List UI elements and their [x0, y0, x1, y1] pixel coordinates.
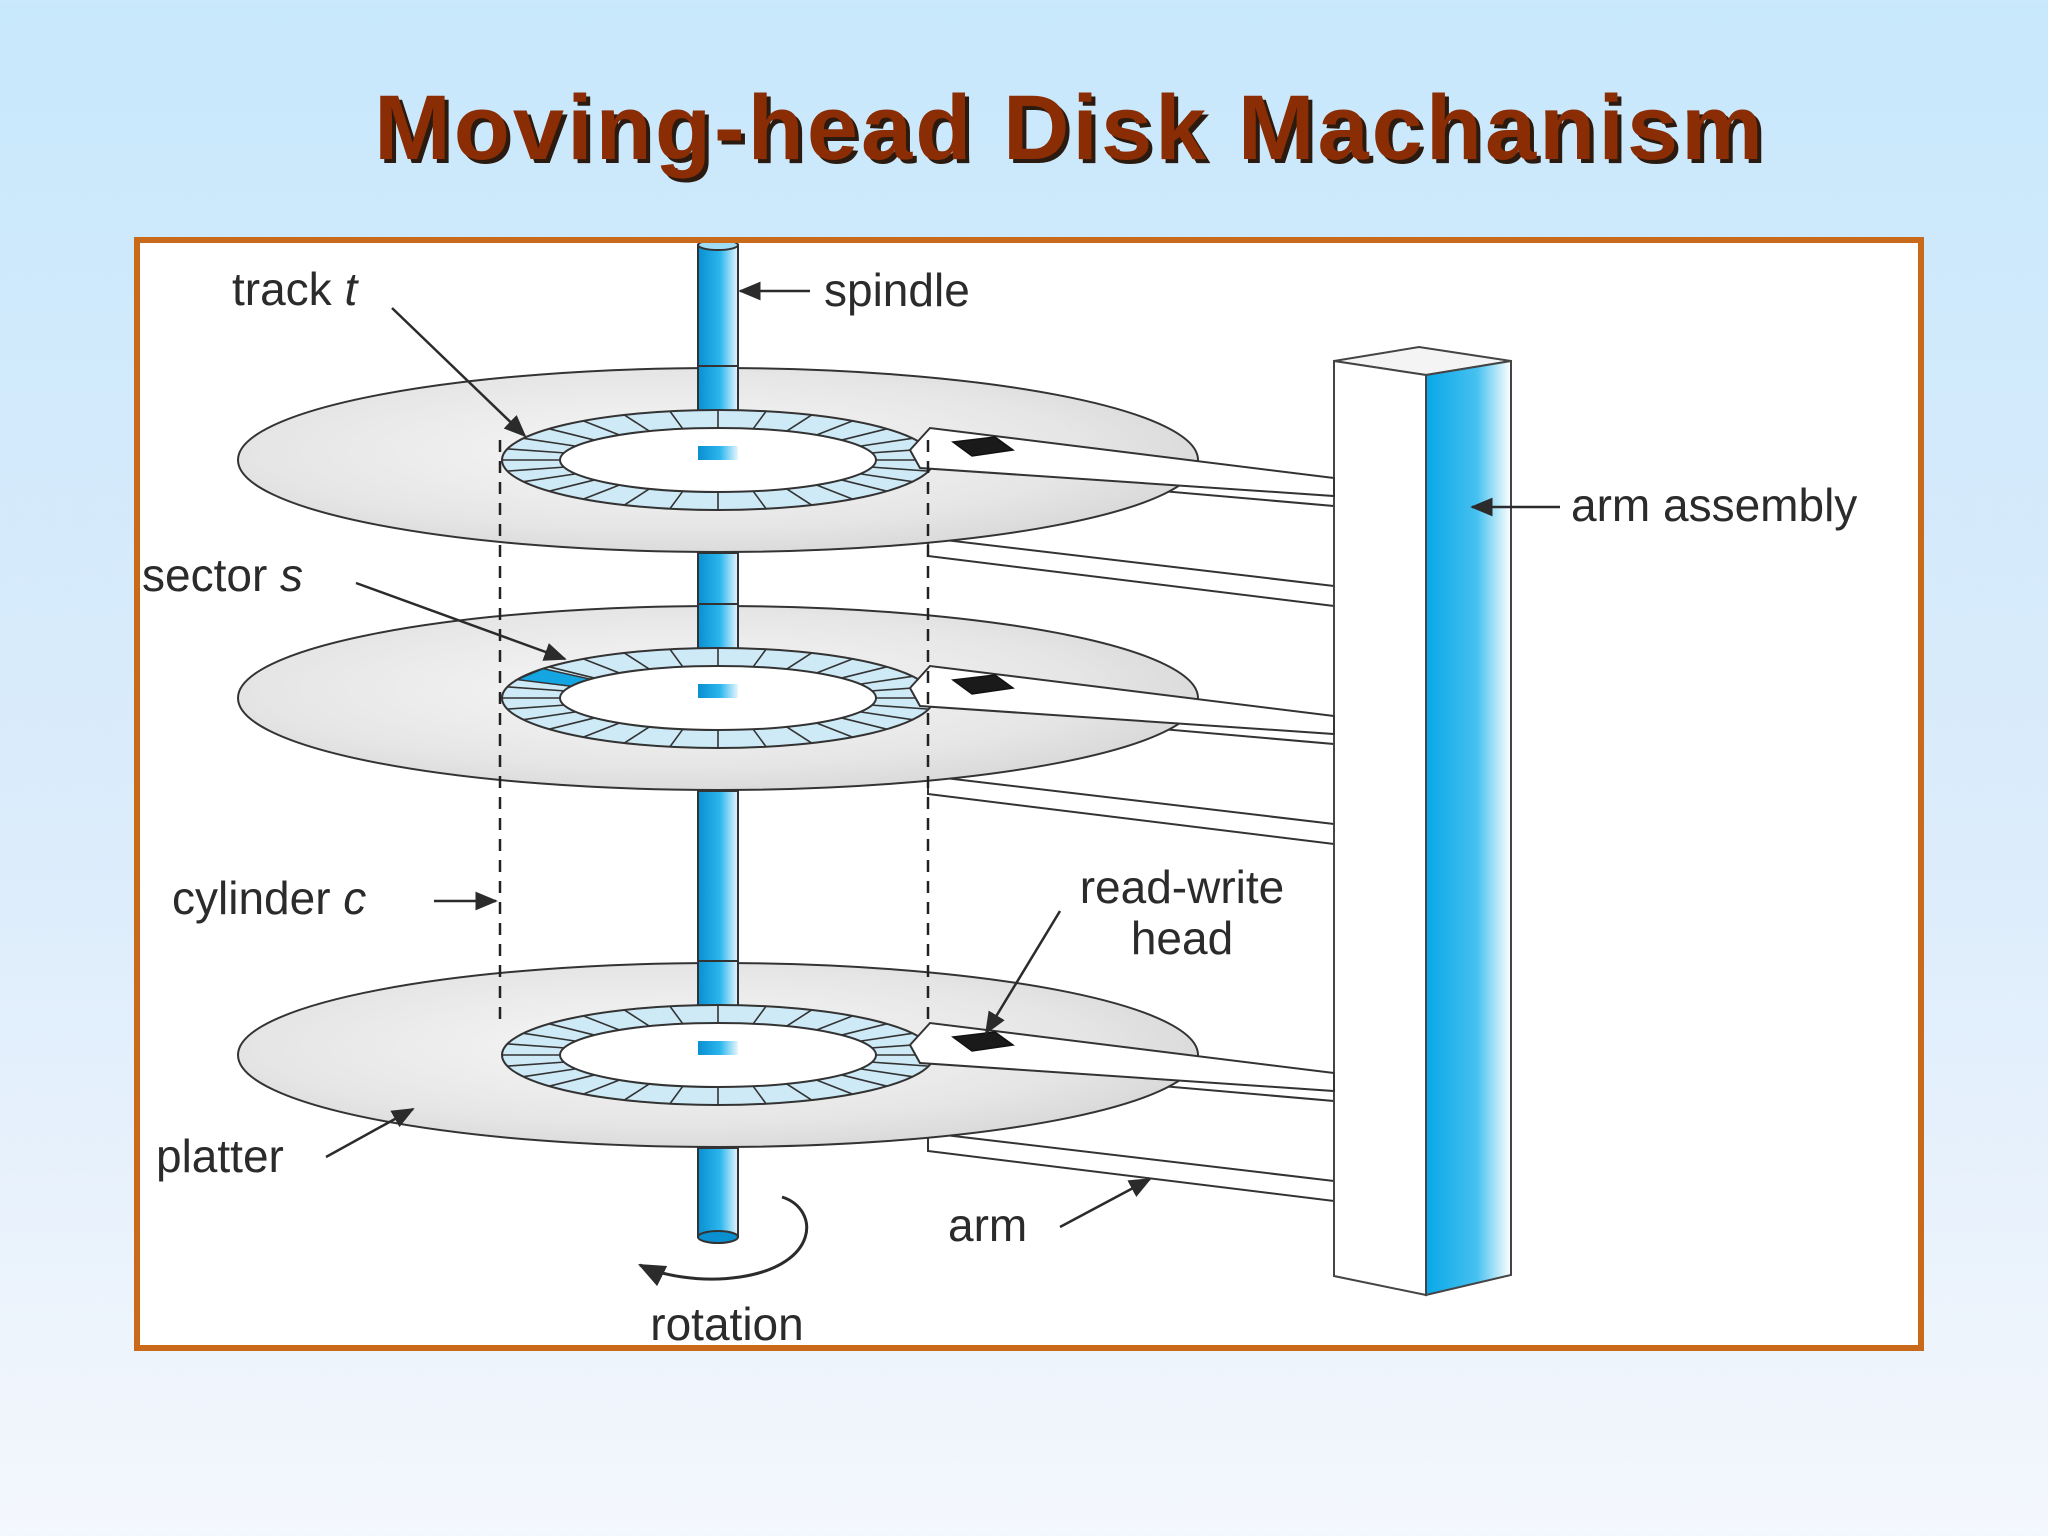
arm-1-1 — [927, 774, 1335, 846]
spindle-label: spindle — [824, 264, 970, 316]
platter-label: platter — [156, 1130, 284, 1182]
read-write-head-arrow — [984, 910, 1062, 1035]
arm-arrow — [1059, 1177, 1152, 1229]
track-arrow — [391, 307, 527, 438]
disk-diagram: track t spindle arm assembly sector s cy… — [142, 243, 1857, 1345]
read-write-head-1 — [951, 674, 1015, 695]
read-write-label-line1: read-write — [1080, 861, 1285, 913]
cylinder-outline — [498, 440, 930, 1023]
arm-assembly-tower — [1333, 345, 1512, 1297]
platter-arrow — [325, 1107, 415, 1159]
arm-assembly-label: arm assembly — [1571, 479, 1857, 531]
arm-label: arm — [948, 1199, 1027, 1251]
rotation-arrow — [637, 1195, 809, 1287]
platter-stack — [237, 243, 1199, 1244]
rotation-label: rotation — [650, 1298, 803, 1345]
read-write-head-2 — [951, 1031, 1015, 1052]
spindle-top — [697, 243, 739, 251]
sector-label: sector s — [142, 549, 303, 601]
read-write-label-line2: head — [1131, 912, 1233, 964]
spindle-bottom — [697, 1230, 739, 1244]
sector-arrow — [355, 581, 567, 661]
cylinder-label: cylinder c — [172, 872, 366, 924]
read-write-head-0 — [951, 436, 1015, 457]
arm-2-1 — [927, 1131, 1335, 1203]
track-label: track t — [232, 263, 359, 315]
label-arrows — [325, 281, 1560, 1229]
arm-0-1 — [927, 536, 1335, 608]
spindle-segment-3 — [697, 1147, 739, 1238]
platter-2 — [237, 960, 1199, 1148]
head-arm-top-0 — [908, 426, 1335, 498]
platter-0 — [237, 365, 1199, 553]
diagram-frame: track t spindle arm assembly sector s cy… — [134, 237, 1924, 1351]
slide-title: Moving-head Disk Machanism — [374, 77, 1766, 179]
head-arm-top-2 — [908, 1021, 1335, 1093]
head-arm-top-1 — [908, 664, 1335, 736]
platter-1 — [237, 603, 1199, 791]
heads-group — [908, 426, 1335, 1093]
